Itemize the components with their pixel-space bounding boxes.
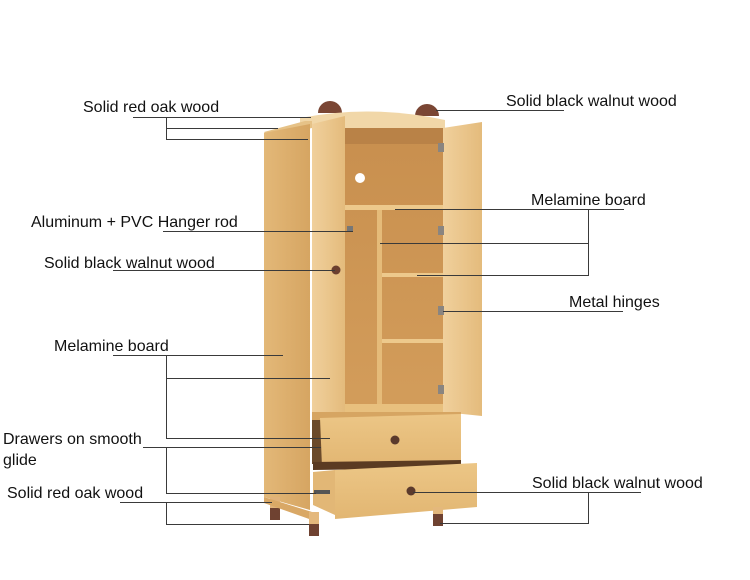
- leader-drawers-1: [143, 447, 321, 448]
- leader-top-oak-3: [166, 139, 308, 140]
- metal-hinges: [438, 143, 444, 394]
- leader-melamine-side-2: [166, 378, 330, 379]
- label-door-knob: Solid black walnut wood: [44, 255, 215, 272]
- leader-melamine-side-v: [166, 355, 167, 438]
- label-top-walnut: Solid black walnut wood: [506, 93, 677, 110]
- leader-top-oak-1: [133, 117, 311, 118]
- label-top-oak: Solid red oak wood: [83, 99, 220, 116]
- leader-legs-oak-v: [166, 502, 167, 524]
- label-hanger-rod: Aluminum + PVC Hanger rod: [31, 214, 238, 231]
- leader-bottom-walnut-2: [440, 523, 589, 524]
- leader-hanger-rod: [163, 231, 353, 232]
- label-hinges: Metal hinges: [569, 294, 660, 311]
- label-melamine-top: Melamine board: [531, 192, 646, 209]
- leader-melamine-top-v: [588, 209, 589, 276]
- leader-top-oak-2: [166, 128, 278, 129]
- walnut-top-ornaments: [318, 101, 439, 116]
- label-drawers: Drawers on smooth glide: [3, 431, 142, 469]
- leader-bottom-walnut-1: [413, 492, 641, 493]
- leader-melamine-side-3: [166, 438, 330, 439]
- leader-drawers-v: [166, 447, 167, 493]
- label-bottom-walnut: Solid black walnut wood: [532, 475, 703, 492]
- label-melamine-side: Melamine board: [54, 338, 169, 355]
- leader-drawers-2: [166, 493, 316, 494]
- leader-legs-oak-2: [166, 524, 309, 525]
- leader-door-knob: [113, 270, 335, 271]
- leader-melamine-side-1: [113, 355, 283, 356]
- leader-bottom-walnut-v: [588, 492, 589, 523]
- leader-melamine-top-3: [417, 275, 589, 276]
- leader-hinges: [443, 311, 623, 312]
- label-legs-oak: Solid red oak wood: [7, 485, 144, 502]
- leader-top-walnut: [436, 110, 564, 111]
- leader-legs-oak-1: [120, 502, 272, 503]
- leader-melamine-top-1: [395, 209, 624, 210]
- leader-melamine-top-2: [380, 243, 589, 244]
